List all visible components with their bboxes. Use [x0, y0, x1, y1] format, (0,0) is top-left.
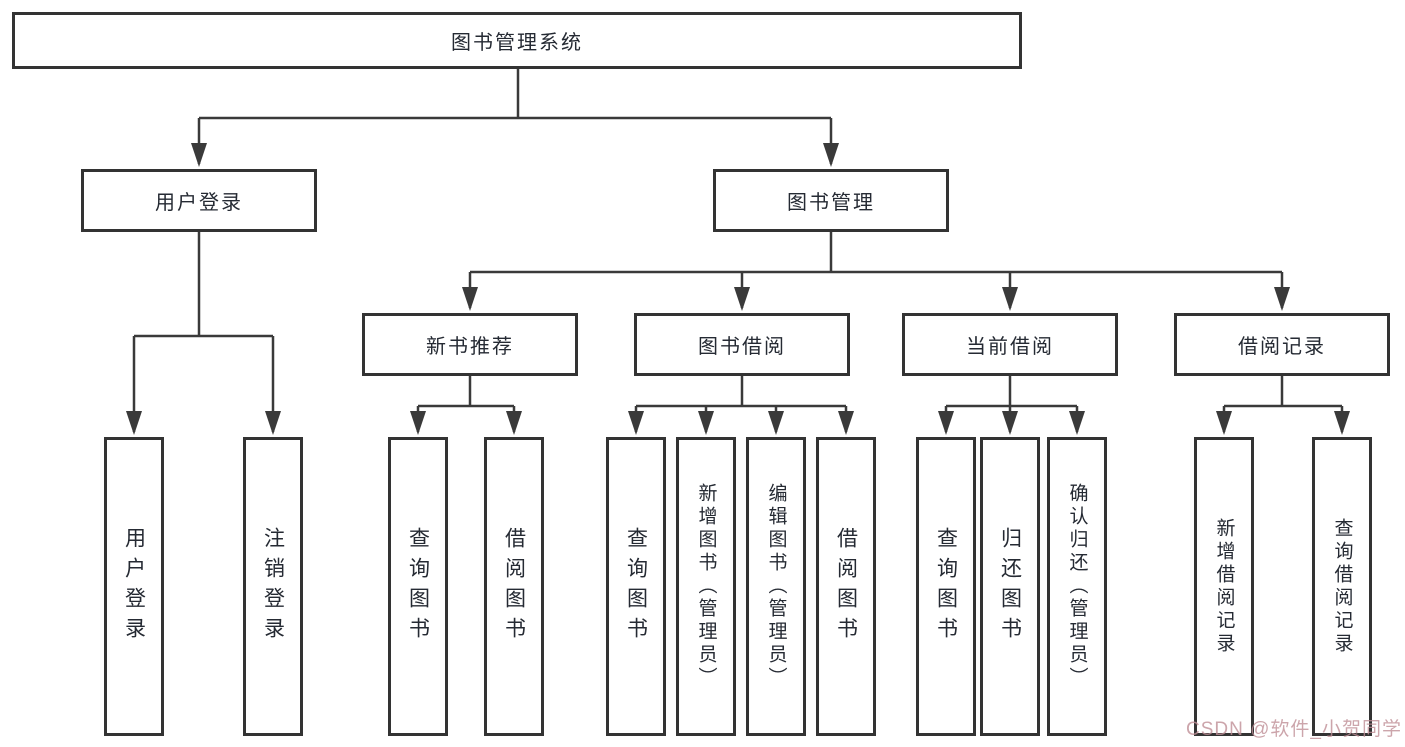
leaf-label: 查询图书 — [406, 526, 430, 647]
leaf-logout: 注销登录 — [243, 437, 303, 736]
leaf-label: 新增图书（管理员） — [695, 483, 717, 690]
leaf-borrow-books-recommend: 借阅图书 — [484, 437, 544, 736]
leaf-label: 查询图书 — [934, 526, 958, 647]
node-label: 新书推荐 — [426, 336, 514, 358]
leaf-user-login: 用户登录 — [104, 437, 164, 736]
leaf-label: 注销登录 — [261, 526, 285, 647]
node-book-borrowing: 图书借阅 — [634, 313, 850, 376]
leaf-query-books-borrowing: 查询图书 — [606, 437, 666, 736]
node-label: 图书借阅 — [698, 336, 786, 358]
node-label: 图书管理系统 — [451, 32, 583, 54]
node-library-system: 图书管理系统 — [12, 12, 1022, 69]
leaf-label: 编辑图书（管理员） — [765, 483, 787, 690]
leaf-label: 新增借阅记录 — [1213, 517, 1235, 656]
leaf-query-borrow-record: 查询借阅记录 — [1312, 437, 1372, 736]
node-label: 图书管理 — [787, 192, 875, 214]
node-user-login: 用户登录 — [81, 169, 317, 232]
node-current-borrowing: 当前借阅 — [902, 313, 1118, 376]
leaf-label: 借阅图书 — [834, 526, 858, 647]
leaf-label: 归还图书 — [998, 526, 1022, 647]
leaf-label: 借阅图书 — [502, 526, 526, 647]
leaf-label: 确认归还（管理员） — [1066, 483, 1088, 690]
leaf-query-books-recommend: 查询图书 — [388, 437, 448, 736]
leaf-label: 查询图书 — [624, 526, 648, 647]
node-new-book-recommend: 新书推荐 — [362, 313, 578, 376]
leaf-query-books-current: 查询图书 — [916, 437, 976, 736]
leaf-borrow-books: 借阅图书 — [816, 437, 876, 736]
leaf-return-book: 归还图书 — [980, 437, 1040, 736]
leaf-add-borrow-record: 新增借阅记录 — [1194, 437, 1254, 736]
watermark: CSDN @软件_小贺同学 — [1186, 719, 1402, 740]
leaf-edit-book-admin: 编辑图书（管理员） — [746, 437, 806, 736]
node-label: 当前借阅 — [966, 336, 1054, 358]
leaf-add-book-admin: 新增图书（管理员） — [676, 437, 736, 736]
node-book-management: 图书管理 — [713, 169, 949, 232]
node-label: 借阅记录 — [1238, 336, 1326, 358]
leaf-confirm-return-admin: 确认归还（管理员） — [1047, 437, 1107, 736]
node-borrowing-records: 借阅记录 — [1174, 313, 1390, 376]
node-label: 用户登录 — [155, 192, 243, 214]
leaf-label: 用户登录 — [122, 526, 146, 647]
leaf-label: 查询借阅记录 — [1331, 517, 1353, 656]
